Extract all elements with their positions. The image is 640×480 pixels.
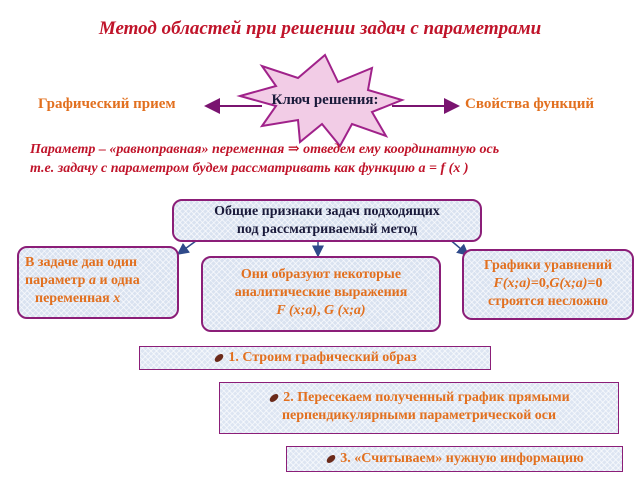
analytic-line-2: аналитические выражения bbox=[234, 285, 408, 300]
graphs-line-1: Графики уравнений bbox=[483, 258, 613, 273]
one-parameter-line-2: параметр a и одна bbox=[25, 272, 177, 290]
intro-line-2: т.е. задачу с параметром будем рассматри… bbox=[30, 161, 469, 176]
general-features-box: Общие признаки задач подходящих под расс… bbox=[172, 199, 482, 242]
graphs-line-2: F(x;a)=0,G(x;a)=0 bbox=[464, 275, 632, 293]
expression-g: G (x;a) bbox=[323, 303, 366, 318]
expression-f: F(x;a) bbox=[493, 276, 531, 291]
page-title: Метод областей при решении задач с парам… bbox=[98, 18, 542, 39]
leaf-bullet-icon bbox=[215, 353, 224, 362]
text-part: , bbox=[316, 303, 324, 318]
analytic-line-1: Они образуют некоторые bbox=[240, 267, 402, 282]
expression-f: F (x;a) bbox=[276, 303, 317, 318]
graphs-box: Графики уравнений F(x;a)=0,G(x;a)=0 стро… bbox=[462, 249, 634, 320]
general-features-line-1: Общие признаки задач подходящих bbox=[214, 204, 440, 219]
leaf-bullet-icon bbox=[326, 454, 336, 463]
general-features-line-2: под рассматриваемый метод bbox=[236, 222, 418, 237]
leaf-bullet-icon bbox=[269, 393, 279, 402]
step-1-box: 1. Строим графический образ bbox=[139, 346, 491, 370]
step-3-text: 3. «Считываем» нужную информацию bbox=[340, 451, 584, 466]
text-part: параметр bbox=[25, 273, 89, 288]
expression-g: G(x;a) bbox=[549, 276, 588, 291]
step-2-text-1: 2. Пересекаем полученный график прямыми bbox=[283, 390, 570, 405]
function-properties-label: Свойства функций bbox=[465, 96, 595, 112]
analytic-line-3: F (x;a), G (x;a) bbox=[203, 302, 439, 320]
key-star-shape bbox=[236, 53, 406, 148]
one-parameter-line-3: переменная x bbox=[25, 290, 177, 308]
intro-line-1: Параметр – «равноправная» переменная ⇒ о… bbox=[30, 142, 500, 157]
variable-symbol: x bbox=[113, 291, 121, 306]
step-2-box: 2. Пересекаем полученный график прямыми … bbox=[219, 382, 619, 434]
text-part: переменная bbox=[35, 291, 114, 306]
step-2-line-1: 2. Пересекаем полученный график прямыми bbox=[220, 389, 618, 407]
text-part: и одна bbox=[95, 273, 140, 288]
key-label: Ключ решения: bbox=[271, 92, 379, 108]
step-2-line-2: перпендикулярными параметрической оси bbox=[281, 408, 557, 423]
graphs-line-3: строятся несложно bbox=[487, 294, 609, 309]
step-3-box: 3. «Считываем» нужную информацию bbox=[286, 446, 623, 472]
step-1-text: 1. Строим графический образ bbox=[228, 350, 417, 365]
param-symbol: a bbox=[88, 273, 96, 288]
graphic-method-label: Графический прием bbox=[38, 96, 176, 112]
one-parameter-box: В задаче дан один параметр a и одна пере… bbox=[17, 246, 179, 319]
text-part: =0 bbox=[587, 276, 603, 291]
one-parameter-line-1: В задаче дан один bbox=[25, 255, 138, 270]
analytic-expressions-box: Они образуют некоторые аналитические выр… bbox=[201, 256, 441, 332]
text-part: =0, bbox=[530, 276, 550, 291]
